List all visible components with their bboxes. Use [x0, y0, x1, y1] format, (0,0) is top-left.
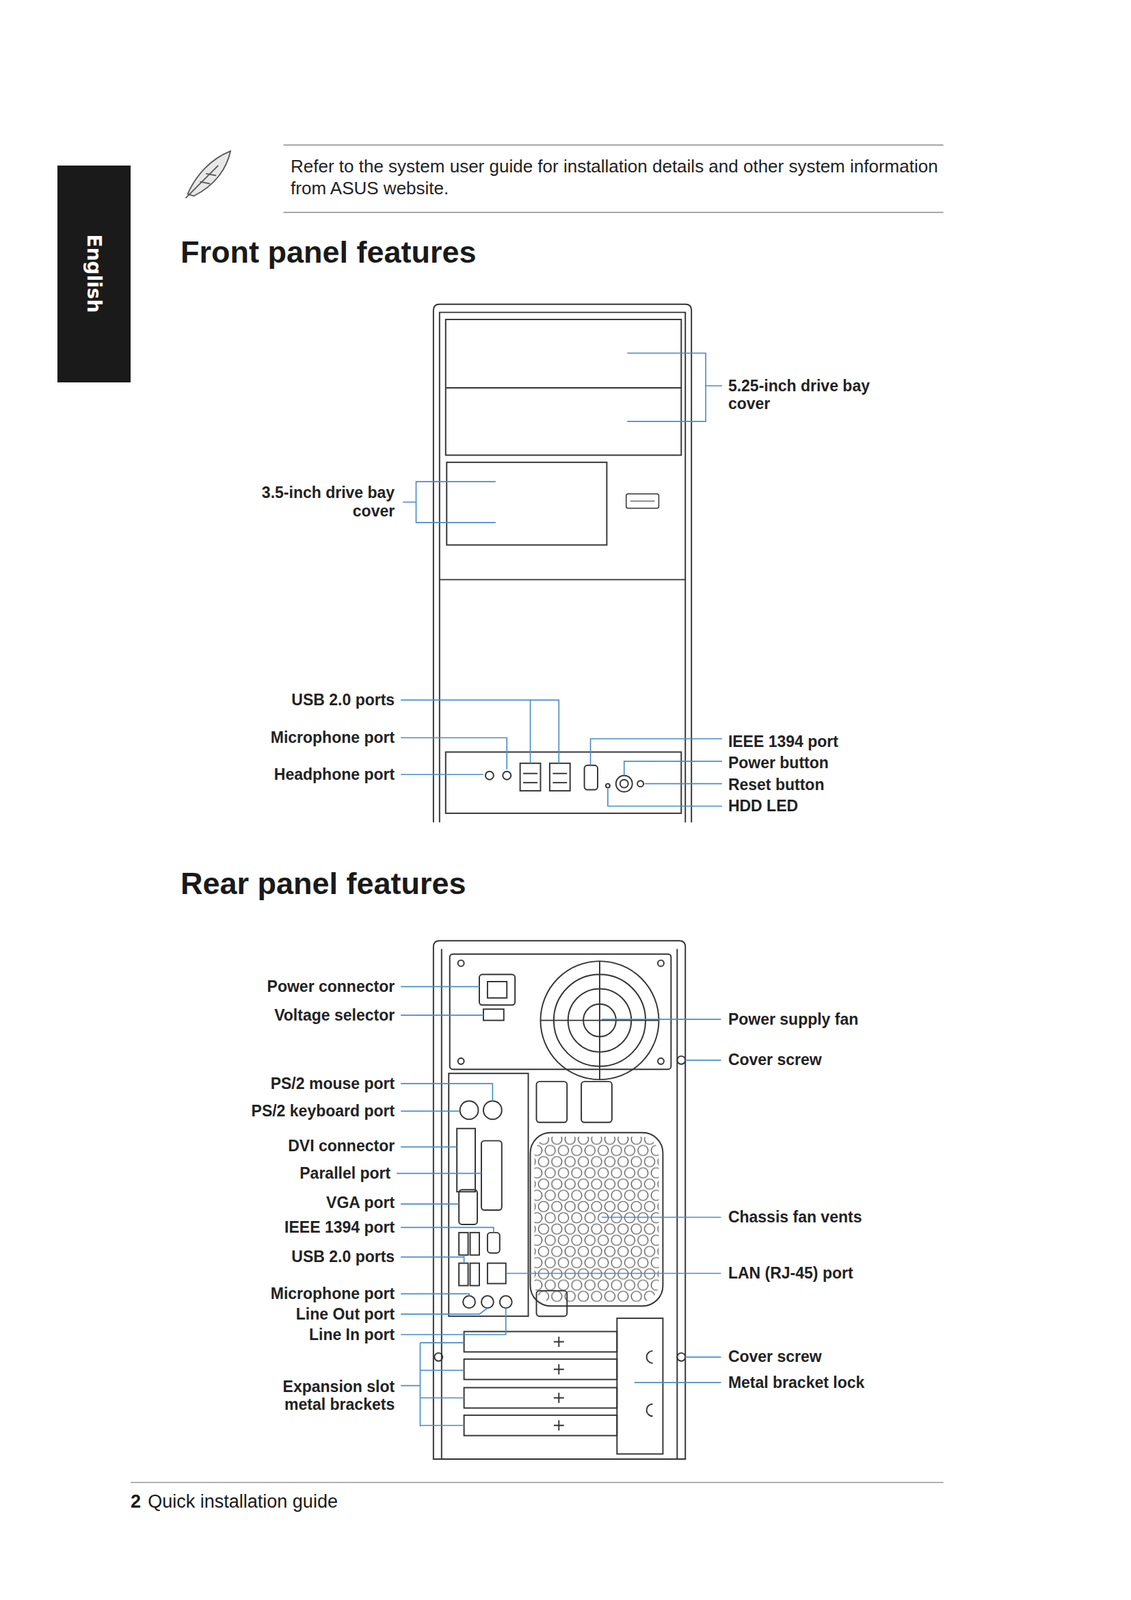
callout-label: Microphone port [270, 1284, 395, 1302]
callout-label: IEEE 1394 port [728, 732, 839, 751]
callout-label: Cover screw [728, 1050, 822, 1069]
rule [283, 144, 944, 145]
footer-rule [130, 1481, 944, 1483]
page-number: 2 [130, 1490, 141, 1512]
callout-label: DVI connector [287, 1136, 395, 1155]
callout-label: HDD LED [728, 796, 798, 815]
callout-label: Line In port [309, 1325, 395, 1343]
callout-label: Power button [728, 753, 829, 772]
tab-label: English [82, 234, 106, 314]
callout-label: Line Out port [296, 1304, 395, 1323]
callout-label: USB 2.0 ports [291, 1247, 395, 1266]
note-text: Refer to the system user guide for insta… [290, 155, 944, 200]
callout-label: LAN (RJ-45) port [728, 1263, 854, 1282]
section-heading: Rear panel features [180, 865, 467, 902]
front-case [433, 304, 692, 823]
callout-label: Reset button [728, 775, 825, 794]
callout-label: 5.25-inch drive bay cover [728, 376, 872, 414]
callout-label: PS/2 mouse port [270, 1074, 395, 1093]
callout-label: Microphone port [270, 728, 395, 747]
callout-label: VGA port [326, 1193, 395, 1212]
callout-label: Headphone port [274, 765, 395, 783]
callout-label: Voltage selector [274, 1005, 395, 1024]
leader-lines [400, 352, 723, 806]
rear-case [433, 940, 686, 1459]
callout-label: Power connector [267, 977, 396, 995]
rule [283, 211, 944, 213]
callout-label: Power supply fan [728, 1009, 859, 1028]
section-heading: Front panel features [180, 234, 477, 271]
callout-label: IEEE 1394 port [284, 1217, 395, 1236]
note-icon [185, 151, 231, 199]
callout-label: Parallel port [299, 1163, 391, 1182]
callout-label: USB 2.0 ports [291, 690, 395, 709]
callout-label: Metal bracket lock [728, 1373, 865, 1391]
footer-text: Quick installation guide [147, 1490, 338, 1512]
callout-label: Cover screw [728, 1347, 822, 1365]
language-tab: English [57, 165, 131, 383]
callout-label: Chassis fan vents [728, 1207, 863, 1226]
callout-label: Expansion slot metal brackets [241, 1377, 395, 1414]
leader-lines [396, 986, 721, 1426]
callout-label: 3.5-inch drive bay cover [216, 483, 395, 520]
callout-label: PS/2 keyboard port [251, 1101, 396, 1120]
